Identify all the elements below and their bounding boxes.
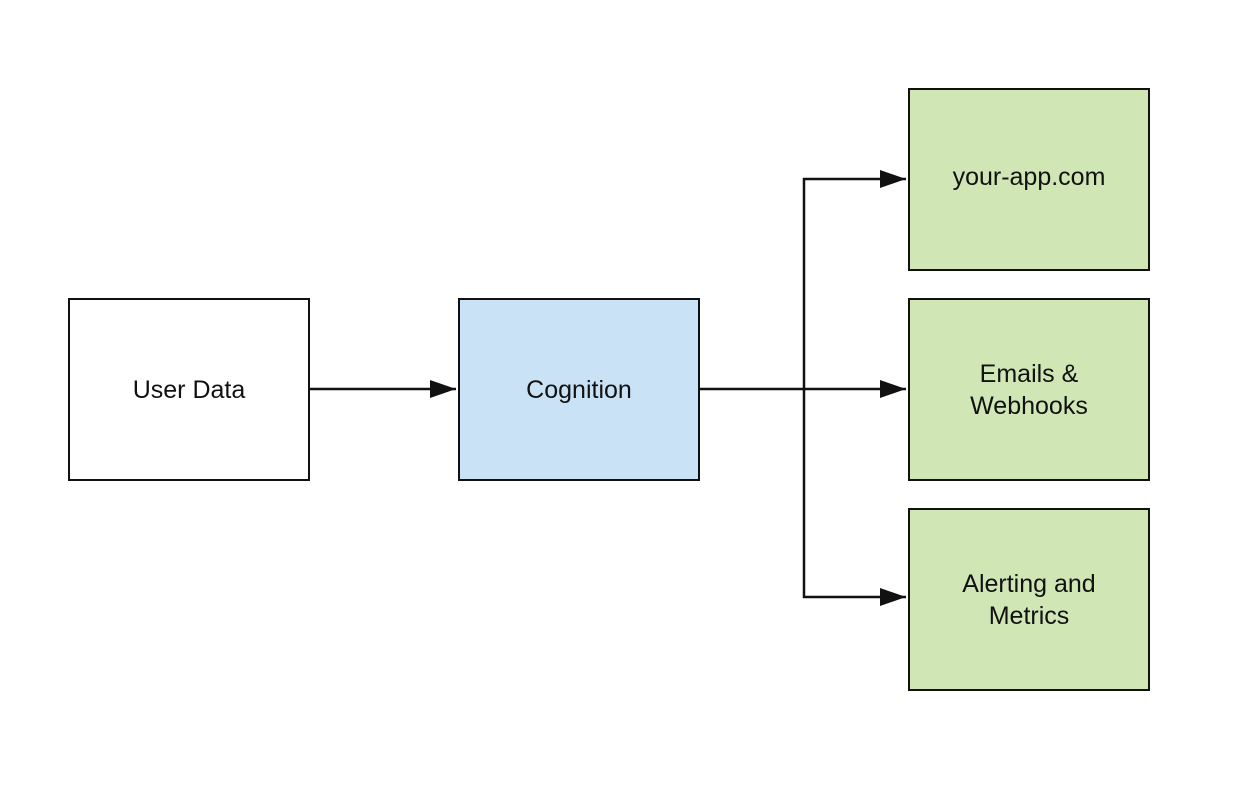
- cognition-node: Cognition: [458, 298, 700, 481]
- your-app-node: your-app.com: [908, 88, 1150, 271]
- alerting-metrics-node: Alerting and Metrics: [908, 508, 1150, 691]
- alerting-metrics-label: Alerting and Metrics: [962, 569, 1096, 630]
- emails-webhooks-label: Emails & Webhooks: [970, 359, 1088, 420]
- user-data-node: User Data: [68, 298, 310, 481]
- emails-webhooks-node: Emails & Webhooks: [908, 298, 1150, 481]
- user-data-label: User Data: [132, 375, 246, 404]
- cognition-label: Cognition: [526, 375, 632, 404]
- edge-cognition-to-alerting: [802, 389, 906, 606]
- your-app-label: your-app.com: [952, 162, 1106, 191]
- edge-cognition-to-app: [700, 170, 906, 391]
